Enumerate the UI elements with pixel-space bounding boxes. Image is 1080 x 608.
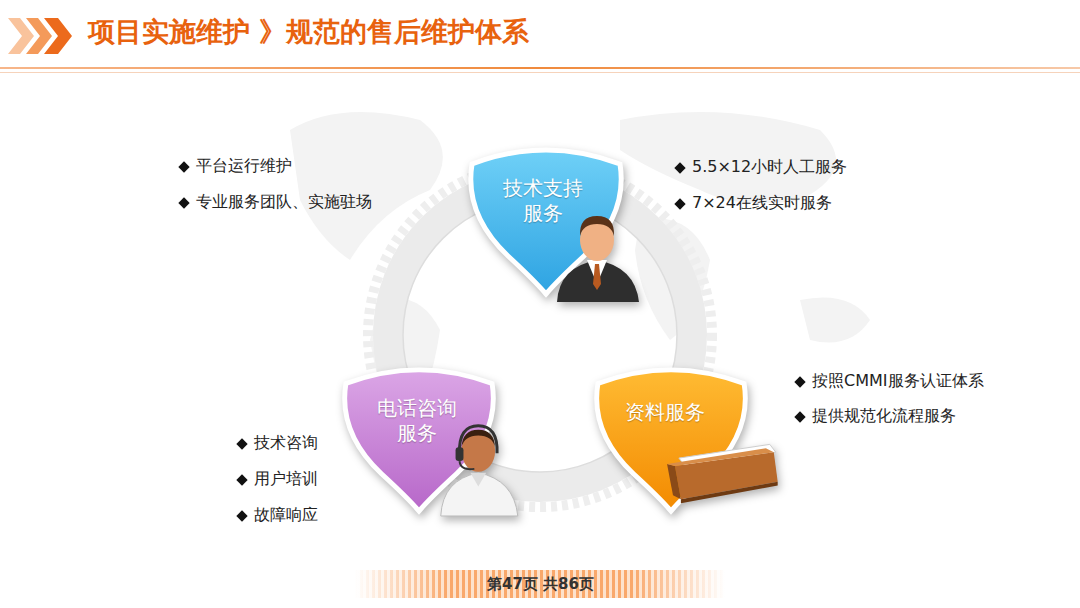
bullet-diamond — [178, 197, 189, 208]
bullet-text: 故障响应 — [254, 505, 318, 526]
bullet-diamond — [794, 376, 805, 387]
bullet-text: 提供规范化流程服务 — [812, 406, 956, 427]
bullet-text: 平台运行维护 — [196, 156, 292, 177]
shield-outline — [471, 150, 621, 294]
shield-label: 电话咨询 服务 — [372, 396, 462, 446]
bullet-text: 技术咨询 — [254, 433, 318, 454]
bullet-diamond — [674, 198, 685, 209]
page-number: 第47页 共86页 — [487, 575, 594, 594]
bullet-diamond — [674, 162, 685, 173]
bullet-diamond — [236, 438, 247, 449]
header-rule — [0, 67, 1080, 69]
bullet-diamond — [236, 474, 247, 485]
bullet-text: 7×24在线实时服务 — [692, 193, 832, 214]
shield-label: 资料服务 — [618, 400, 712, 425]
document-tray-icon — [667, 444, 778, 503]
shield-shape — [588, 362, 754, 514]
bullet-text: 用户培训 — [254, 469, 318, 490]
header-chevrons — [8, 18, 72, 54]
bullet-diamond — [178, 161, 189, 172]
bullet-text: 按照CMMI服务认证体系 — [812, 371, 984, 392]
bullet-diamond — [794, 411, 805, 422]
bullet-text: 5.5×12小时人工服务 — [692, 157, 847, 178]
page-title: 项目实施维护 》规范的售后维护体系 — [88, 14, 529, 50]
service-shield: 电话咨询 服务 — [336, 362, 502, 514]
service-shield: 技术支持 服务 — [462, 142, 630, 297]
header-rule — [0, 72, 1080, 73]
footer-bar — [355, 570, 725, 598]
businessman-icon — [557, 216, 639, 302]
bullet-text: 专业服务团队、实施驻场 — [196, 192, 372, 213]
service-shield: 资料服务 — [588, 362, 754, 514]
operator-icon — [441, 426, 518, 516]
shield-label: 技术支持 服务 — [498, 176, 588, 226]
bullet-diamond — [236, 510, 247, 521]
